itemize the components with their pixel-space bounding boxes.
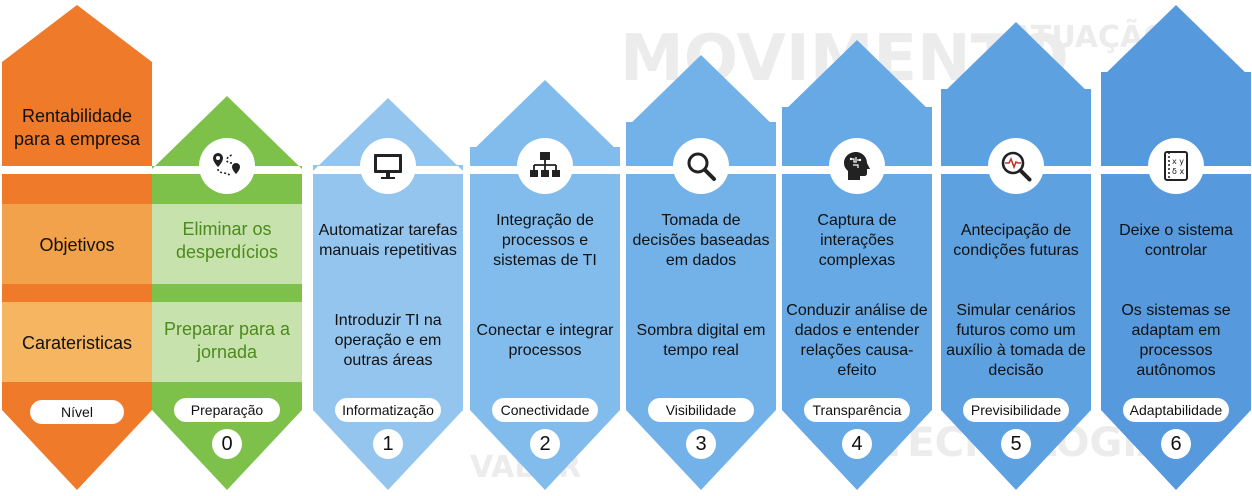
stage-name-pill: Conectividade <box>492 398 598 422</box>
stage-number: 5 <box>1001 429 1031 459</box>
stage-column-conectividade: Integração de processos e sistemas de TI… <box>470 0 620 496</box>
stage-name-pill: Transparência <box>804 398 910 422</box>
stage-arrow-shape <box>313 98 463 490</box>
stage-number: 6 <box>1161 429 1191 459</box>
route-map-icon <box>199 138 255 194</box>
stage-number: 4 <box>842 429 872 459</box>
objective-text: Captura de interações complexas <box>817 212 897 269</box>
stage-number: 2 <box>530 429 560 459</box>
stage-number: 3 <box>686 429 716 459</box>
characteristic-text: Conectar e integrar processos <box>476 322 614 359</box>
stage-arrow-shape <box>152 96 302 490</box>
svg-text:x y: x y <box>1172 157 1184 166</box>
stage-number: 0 <box>212 429 242 459</box>
objective-text: Tomada de decisões baseadas em dados <box>632 212 770 269</box>
stage-name-pill: Adaptabilidade <box>1123 398 1229 422</box>
objective-text: Deixe o sistema controlar <box>1119 222 1233 259</box>
orange-arrow-shape <box>2 5 152 490</box>
stage-name: Previsibilidade <box>970 402 1062 418</box>
characteristic-text: Introduzir TI na operação e em outras ár… <box>334 312 442 369</box>
level-pill: Nível <box>30 400 124 424</box>
stage-name-pill: Visibilidade <box>648 398 754 422</box>
objective-text: Integração de processos e sistemas de TI <box>493 212 597 269</box>
stage-name-pill: Informatização <box>335 398 441 422</box>
stage-name-pill: Preparação <box>174 398 280 422</box>
stage-name: Transparência <box>812 402 902 418</box>
characteristic-text: Conduzir análise de dados e entender rel… <box>786 302 928 379</box>
stage-arrow-shape <box>1101 5 1251 490</box>
magnifier-icon <box>673 138 729 194</box>
stage-name: Visibilidade <box>665 402 737 418</box>
profitability-label: Rentabilidade para a empresa <box>13 106 141 149</box>
characteristic-text: Sombra digital em tempo real <box>636 322 766 359</box>
stage-name-pill: Previsibilidade <box>963 398 1069 422</box>
characteristic-text: Simular cenários futuros como um auxílio… <box>946 302 1086 379</box>
objectives-label: Objetivos <box>39 234 115 255</box>
stage-name: Informatização <box>342 402 434 418</box>
stage-name: Preparação <box>190 402 264 418</box>
objective-text: Automatizar tarefas manuais repetitivas <box>318 222 458 259</box>
stage-arrow-shape <box>626 55 776 490</box>
row-labels-column: Rentabilidade para a empresa Objetivos C… <box>2 0 152 496</box>
monitor-icon <box>360 138 416 194</box>
stage-arrow-shape <box>941 22 1091 490</box>
svg-text:δ x: δ x <box>1172 167 1184 176</box>
brain-head-icon <box>829 138 885 194</box>
characteristic-text: Preparar para a jornada <box>163 319 291 362</box>
stage-number: 1 <box>373 429 403 459</box>
stage-name: Conectividade <box>500 402 590 418</box>
network-hierarchy-icon <box>517 138 573 194</box>
characteristics-label: Carateristicas <box>21 332 133 353</box>
objective-text: Antecipação de condições futuras <box>953 222 1079 259</box>
level-label: Nível <box>61 404 93 420</box>
objective-text: Eliminar os desperdícios <box>175 219 279 262</box>
characteristic-text: Os sistemas se adaptam em processos autô… <box>1121 302 1231 379</box>
magnifier-pulse-icon <box>988 138 1044 194</box>
stage-name: Adaptabilidade <box>1129 402 1223 418</box>
